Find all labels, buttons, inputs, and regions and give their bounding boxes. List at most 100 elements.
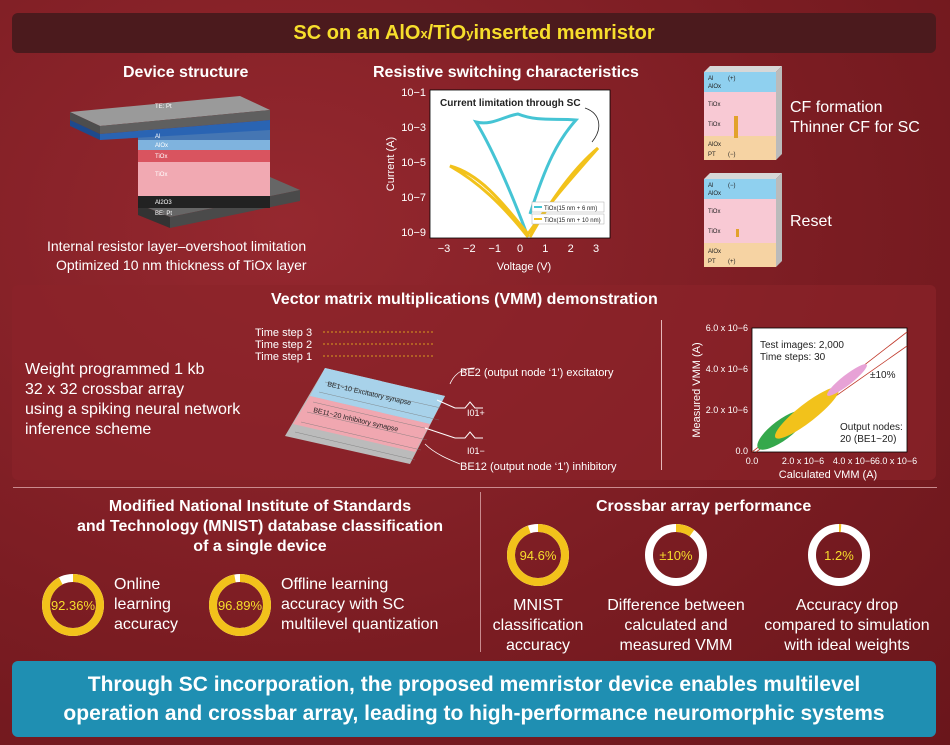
ring-online-label-3: accuracy [114, 616, 179, 633]
scatter-ytick-1: 2.0 x 10−6 [706, 405, 748, 415]
time-step-3: Time step 3 [255, 327, 312, 339]
cf2-layer-pt: PT [708, 259, 716, 265]
ring-mnist-class: 94.6% [507, 524, 569, 586]
i-plus-label: I01+ [467, 408, 485, 418]
scatter-ylabel: Measured VMM (A) [691, 342, 703, 437]
device-structure-heading: Device structure [123, 64, 249, 81]
output-nodes-label: Output nodes: [840, 422, 903, 433]
device-caption-2: Optimized 10 nm thickness of TiOx layer [56, 257, 307, 273]
rs-ytick: 10−1 [401, 87, 426, 99]
layer-alox-label: AlOx [155, 143, 168, 149]
cf1-layer-tiox: TiOx [708, 102, 720, 108]
time-steps-label: Time steps: 30 [760, 352, 826, 363]
ring-offline-label-1: Offline learning [281, 576, 389, 593]
vmm-scatter-chart: Test images: 2,000 Time steps: 30 ±10% O… [691, 323, 917, 481]
rs-ytick: 10−7 [401, 192, 426, 204]
time-step-1: Time step 1 [255, 351, 312, 363]
rs-xtick: 1 [542, 243, 548, 255]
rs-xtick: −2 [463, 243, 476, 255]
vmm-desc-4: inference scheme [25, 421, 152, 438]
scatter-ytick-3: 6.0 x 10−6 [706, 323, 748, 333]
rs-heading: Resistive switching characteristics [373, 64, 639, 81]
ring-vmm-diff-label-3: measured VMM [619, 637, 733, 654]
ring-vmm-diff-arc [645, 524, 707, 586]
cf-thinner-label: Thinner CF for SC [790, 119, 920, 136]
ring-mnist-class-label-3: accuracy [505, 637, 571, 654]
vmm-heading: Vector matrix multiplications (VMM) demo… [271, 291, 658, 308]
scatter-xtick-1: 2.0 x 10−6 [782, 456, 824, 466]
cf1-layer-tiox2: TiOx [708, 122, 720, 128]
cf1-sign-bottom: (−) [728, 152, 736, 158]
cf-formation-label: CF formation [790, 99, 883, 116]
layer-al2o3-label: Al2O3 [155, 200, 172, 206]
ring-vmm-diff-label-2: calculated and [624, 617, 728, 634]
layer-tiox2-label: TiOx [155, 172, 167, 178]
cf2-sign-bottom: (+) [728, 259, 736, 265]
cf2-layer-al: Al [708, 183, 713, 189]
ring-accuracy-drop-label-3: with ideal weights [784, 637, 910, 654]
i-minus-label: I01− [467, 446, 485, 456]
time-step-2: Time step 2 [255, 339, 312, 351]
crossbar-diagram: Time step 3 Time step 2 Time step 1 BE1~… [255, 327, 617, 473]
ring-accuracy-drop-label-2: compared to simulation [764, 617, 930, 634]
cf2-layer-tiox: TiOx [708, 209, 720, 215]
section-divider-h [13, 487, 937, 488]
cf1-layer-pt: PT [708, 152, 716, 158]
rs-annotation: Current limitation through SC [440, 98, 581, 109]
ring-offline: 96.89% [209, 574, 271, 636]
cf1-layer-al: Al [708, 76, 713, 82]
ring-offline-label-3: multilevel quantization [281, 616, 439, 633]
ring-vmm-diff: ±10% [645, 524, 707, 586]
rs-ytick: 10−3 [401, 122, 426, 134]
ring-vmm-diff-label-1: Difference between [607, 597, 745, 614]
rs-series-yellow [449, 146, 600, 238]
be12-label: BE12 (output node ‘1’) inhibitory [460, 461, 617, 473]
ring-online: 92.36% [42, 574, 104, 636]
ring-mnist-class-value: 94.6% [520, 548, 557, 563]
ring-online-value: 92.36% [51, 598, 96, 613]
rs-xtick: 3 [593, 243, 599, 255]
mnist-heading-3: of a single device [193, 538, 327, 555]
ring-offline-label-2: accuracy with SC [281, 596, 405, 613]
cf2-sign-top: (−) [728, 183, 736, 189]
rs-legend-1: TiOx(15 nm + 6 nm) [544, 206, 597, 212]
rs-xtick: 0 [517, 243, 523, 255]
vmm-desc-3: using a spiking neural network [25, 401, 241, 418]
ring-online-label-1: Online [114, 576, 161, 593]
cf2-layer-alox2: AlOx [708, 249, 721, 255]
cf1-layer-alox2: AlOx [708, 142, 721, 148]
output-nodes-value: 20 (BE1~20) [840, 434, 896, 445]
ring-online-label-2: learning [114, 596, 171, 613]
layer-te-label: TE: Pt [155, 104, 172, 110]
cf1-sign-top: (+) [728, 76, 736, 82]
scatter-xtick-2: 4.0 x 10−6 [833, 456, 875, 466]
device-caption-1: Internal resistor layer–overshoot limita… [47, 238, 307, 254]
scatter-ytick-0: 0.0 [735, 446, 748, 456]
rs-xlabel: Voltage (V) [497, 261, 551, 273]
section-divider-v [480, 492, 481, 652]
scatter-ytick-2: 4.0 x 10−6 [706, 364, 748, 374]
ring-mnist-class-label-2: classification [492, 617, 584, 634]
layer-al-label: Al [155, 134, 160, 140]
ring-accuracy-drop-arc [808, 524, 870, 586]
vmm-desc-1: Weight programmed 1 kb [25, 361, 205, 378]
cf1-layer-alox: AlOx [708, 84, 721, 90]
layer-be-label: BE: Pt [155, 211, 172, 217]
rs-ylabel: Current (A) [385, 137, 397, 191]
rs-iv-chart: Current limitation through SC TiOx(15 nm… [385, 87, 611, 273]
scatter-xlabel: Calculated VMM (A) [779, 469, 877, 481]
conclusion-banner: Through SC incorporation, the proposed m… [12, 661, 936, 737]
band-label: ±10% [870, 370, 896, 381]
rs-legend-2: TiOx(15 nm + 10 nm) [544, 218, 601, 224]
vmm-divider [661, 320, 662, 470]
ring-mnist-class-label-1: MNIST [513, 597, 563, 614]
be2-label: BE2 (output node ‘1’) excitatory [460, 367, 614, 379]
scatter-xtick-0: 0.0 [746, 456, 759, 466]
cf-reset-label: Reset [790, 213, 832, 230]
ring-offline-arc [209, 574, 271, 636]
cf-formation-diagram: Al AlOx TiOx TiOx AlOx PT (+) (−) [704, 66, 782, 160]
conclusion-line-1: Through SC incorporation, the proposed m… [87, 673, 861, 696]
rs-annotation-arrow [584, 107, 600, 143]
rs-ytick: 10−5 [401, 157, 426, 169]
